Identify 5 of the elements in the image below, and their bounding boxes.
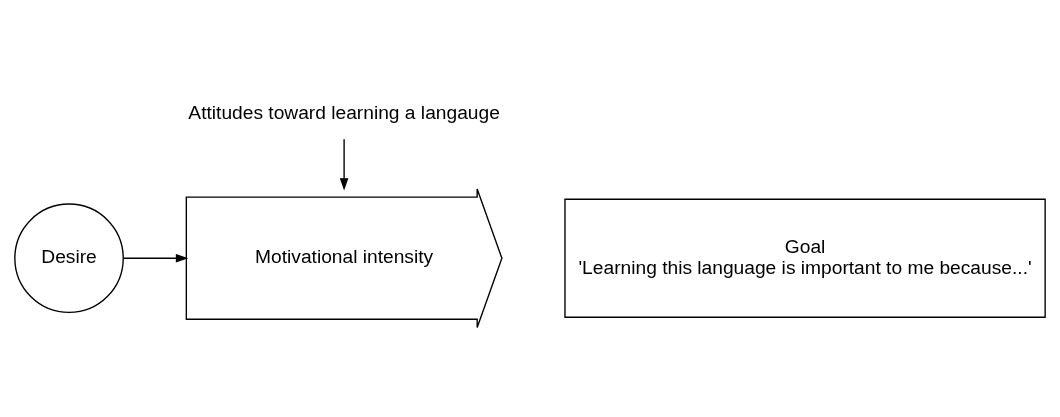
node-box: Goal 'Learning this language is important to me because...' [564,198,1046,318]
node-circle: Desire [14,203,124,314]
arrow [122,253,189,263]
arrow [339,138,349,191]
node-text: Attitudes toward learning a langauge [188,102,500,124]
